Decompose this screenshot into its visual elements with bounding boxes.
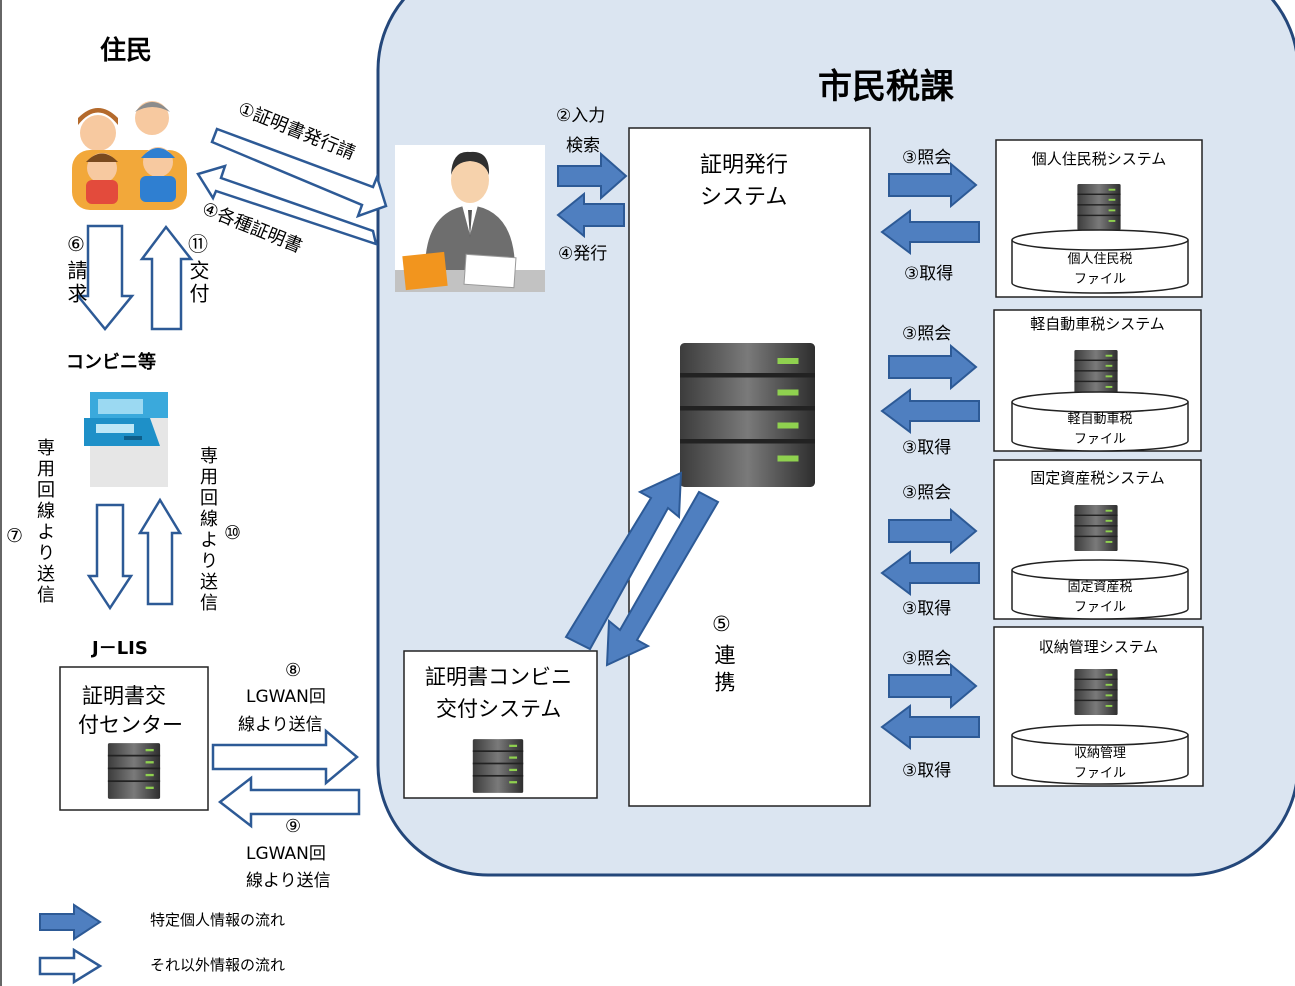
query-label-4: ③照会	[902, 649, 952, 669]
arrow-step10	[137, 497, 183, 606]
arrow-q2	[888, 343, 978, 391]
kiosk-terminal-icon	[84, 392, 168, 487]
conbini-system-line2: 交付システム	[436, 697, 562, 721]
arrow-g1	[880, 209, 980, 255]
label-step5-text: 連携	[712, 644, 736, 698]
conbini-label: コンビニ等	[66, 352, 156, 373]
label-step8-num: ⑧	[285, 660, 302, 681]
label-step2a: ②入力	[556, 106, 606, 126]
label-step4b: ④発行	[558, 244, 608, 264]
jlis-center-line2: 付センター	[78, 713, 183, 737]
resident-title: 住民	[100, 36, 153, 66]
outline-arrows	[75, 127, 388, 829]
system-box-light-vehicle-tax	[993, 309, 1202, 452]
label-step8-b: 線より送信	[238, 715, 323, 735]
label-step2b: 検索	[566, 136, 600, 156]
get-label-4: ③取得	[902, 761, 952, 781]
office-title: 市民税課	[818, 67, 954, 107]
arrow-step5-up	[564, 471, 683, 651]
label-step8-a: LGWAN回	[246, 687, 326, 707]
issue-system-line2: システム	[700, 185, 788, 210]
solid-arrows	[556, 151, 980, 750]
query-label-1: ③照会	[902, 148, 952, 168]
system-name-2: 軽自動車税システム	[1030, 315, 1165, 333]
system-file2-4: ファイル	[1073, 766, 1126, 781]
main-server-icon	[680, 343, 815, 487]
family-icon	[72, 101, 187, 210]
arrow-q1	[888, 161, 978, 209]
system-file1-4: 収納管理	[1073, 746, 1126, 761]
system-file1-2: 軽自動車税	[1067, 412, 1133, 427]
jlis-center-line1: 証明書交	[82, 684, 166, 708]
arrow-q4	[888, 662, 978, 710]
system-file2-3: ファイル	[1073, 600, 1126, 615]
label-step10-num: ⑩	[224, 522, 242, 544]
arrow-step2	[557, 151, 628, 201]
label-step9-num: ⑨	[285, 816, 302, 837]
get-label-2: ③取得	[902, 438, 952, 458]
get-label-3: ③取得	[902, 599, 952, 619]
legend-solid-arrow	[39, 903, 102, 941]
jlis-label: J－LIS	[92, 638, 148, 659]
legend-outline-arrow	[38, 947, 103, 985]
system-file2-2: ファイル	[1073, 432, 1126, 447]
system-name-1: 個人住民税システム	[1031, 150, 1167, 168]
label-step11-num: ⑪	[188, 232, 208, 256]
system-box-property-tax	[993, 459, 1202, 620]
label-step11-text: 交付	[186, 260, 210, 306]
jlis-server-icon	[107, 743, 161, 799]
system-box-collection	[993, 626, 1204, 787]
get-label-1: ③取得	[904, 264, 954, 284]
query-label-3: ③照会	[902, 483, 952, 503]
label-step10-text: 専用回線より送信	[197, 446, 218, 614]
arrow-step8	[211, 728, 359, 786]
arrow-step6	[75, 224, 135, 331]
label-step6-num: ⑥	[67, 232, 85, 256]
label-step5-num: ⑤	[712, 612, 731, 636]
system-file1-1: 個人住民税	[1067, 252, 1133, 267]
conbini-system-line1: 証明書コンビニ	[425, 665, 572, 689]
arrow-step5-down	[605, 490, 720, 667]
system-box-individual-tax	[995, 139, 1203, 298]
arrow-g2	[880, 388, 980, 434]
arrow-step1	[210, 127, 388, 219]
arrow-g3	[880, 550, 980, 596]
arrow-step7	[86, 503, 134, 611]
label-step7-num: ⑦	[6, 525, 24, 547]
arrow-q3	[888, 507, 978, 555]
arrow-step4-out	[196, 164, 378, 246]
system-name-4: 収納管理システム	[1038, 638, 1159, 656]
label-step9-a: LGWAN回	[246, 844, 326, 864]
arrow-step11	[139, 224, 194, 331]
conbini-server-icon	[472, 739, 524, 793]
issue-system-line1: 証明発行	[700, 153, 789, 178]
label-step7-text: 専用回線より送信	[34, 438, 55, 606]
label-step6-text: 請求	[64, 260, 88, 306]
query-label-2: ③照会	[902, 324, 952, 344]
system-name-3: 固定資産税システム	[1030, 469, 1165, 487]
legend-specific-label: 特定個人情報の流れ	[150, 911, 286, 929]
system-file2-1: ファイル	[1073, 272, 1126, 287]
staff-icon	[395, 145, 545, 292]
arrow-step9	[217, 775, 361, 829]
legend-other-label: それ以外情報の流れ	[150, 956, 286, 974]
system-file1-3: 固定資産税	[1067, 580, 1133, 595]
arrow-step4-in	[556, 191, 625, 239]
label-step9-b: 線より送信	[246, 871, 331, 891]
arrow-g4	[880, 704, 980, 750]
